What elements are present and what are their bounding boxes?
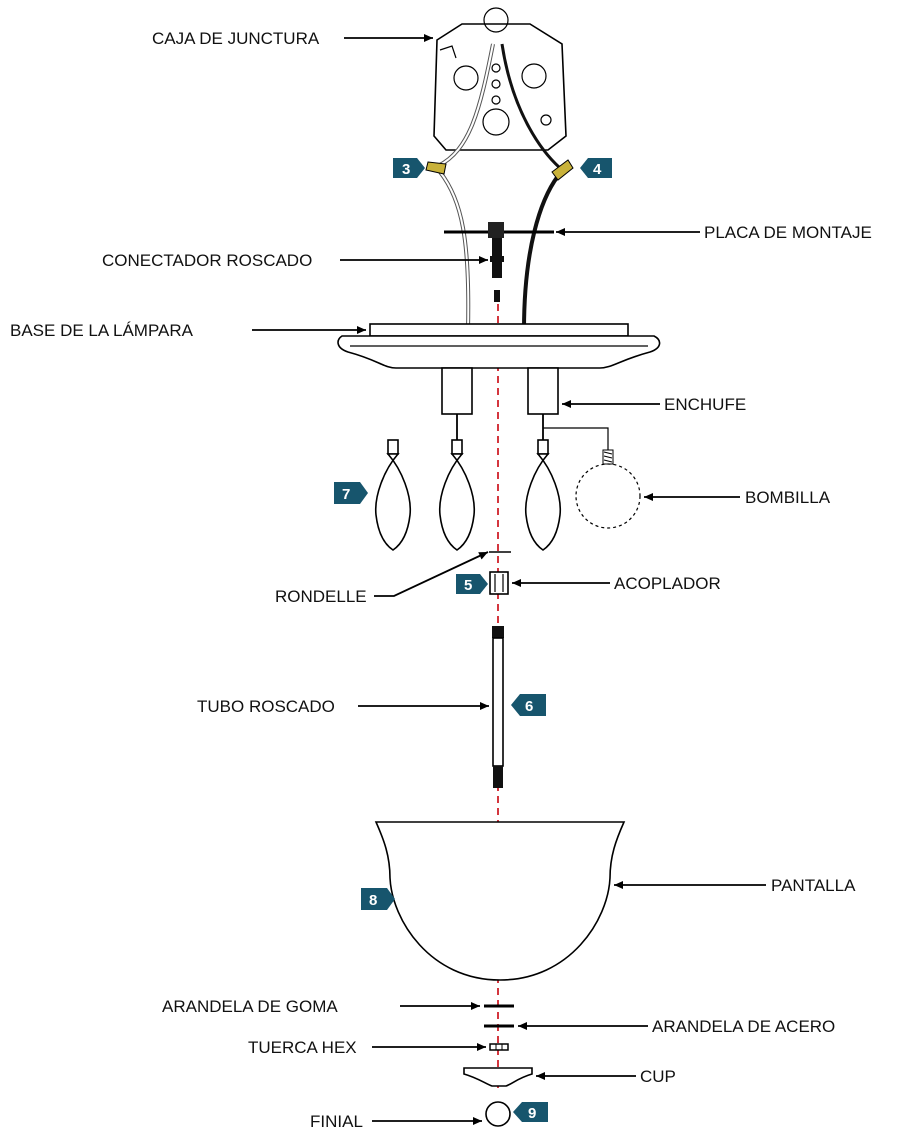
threaded-connector — [490, 238, 504, 302]
bulb-1 — [374, 439, 412, 551]
label-lamp-base: BASE DE LA LÁMPARA — [10, 321, 194, 340]
cup-part — [463, 1067, 533, 1087]
step-badge-3: 3 — [393, 158, 425, 178]
white-wire — [437, 43, 495, 331]
label-shade: PANTALLA — [771, 876, 856, 895]
wire-nut-right — [551, 159, 574, 181]
label-coupler: ACOPLADOR — [614, 574, 721, 593]
label-mounting-plate: PLACA DE MONTAJE — [704, 223, 872, 242]
lamp-base — [337, 323, 661, 369]
step-badge-9: 9 — [513, 1102, 548, 1122]
hex-nut-part — [489, 1043, 509, 1051]
label-cup: CUP — [640, 1067, 676, 1086]
coupler-part — [489, 571, 509, 595]
label-finial: FINIAL — [310, 1112, 363, 1131]
label-rubber-washer: ARANDELA DE GOMA — [162, 997, 338, 1016]
socket-left — [441, 367, 473, 442]
svg-text:7: 7 — [342, 486, 350, 503]
step-badge-6: 6 — [511, 694, 546, 716]
mounting-plate — [444, 222, 554, 238]
label-socket: ENCHUFE — [664, 395, 746, 414]
step-badge-8: 8 — [361, 888, 395, 910]
threaded-tube-part — [492, 626, 504, 788]
label-bulb: BOMBILLA — [745, 488, 831, 507]
shade-part — [374, 821, 626, 981]
bulb-2 — [438, 439, 476, 551]
label-threaded-tube: TUBO ROSCADO — [197, 697, 335, 716]
label-hex-nut: TUERCA HEX — [248, 1038, 357, 1057]
junction-box — [433, 7, 567, 151]
svg-text:6: 6 — [525, 698, 533, 715]
leader-lines — [252, 34, 766, 1125]
socket-right — [527, 367, 609, 450]
step-badge-7: 7 — [334, 482, 368, 504]
label-threaded-connector: CONECTADOR ROSCADO — [102, 251, 312, 270]
wire-nut-left — [425, 161, 447, 175]
label-washer: RONDELLE — [275, 587, 367, 606]
finial-part — [485, 1101, 511, 1127]
svg-text:9: 9 — [528, 1105, 536, 1122]
step-badge-5: 5 — [456, 574, 488, 594]
bulb-dashed — [575, 449, 641, 529]
svg-text:8: 8 — [369, 892, 377, 909]
svg-text:3: 3 — [402, 161, 410, 178]
svg-text:5: 5 — [464, 577, 472, 594]
bulb-3 — [524, 439, 562, 551]
label-junction-box: CAJA DE JUNCTURA — [152, 29, 320, 48]
svg-text:4: 4 — [593, 161, 602, 178]
label-steel-washer: ARANDELA DE ACERO — [652, 1017, 835, 1036]
step-badge-4: 4 — [580, 158, 612, 178]
